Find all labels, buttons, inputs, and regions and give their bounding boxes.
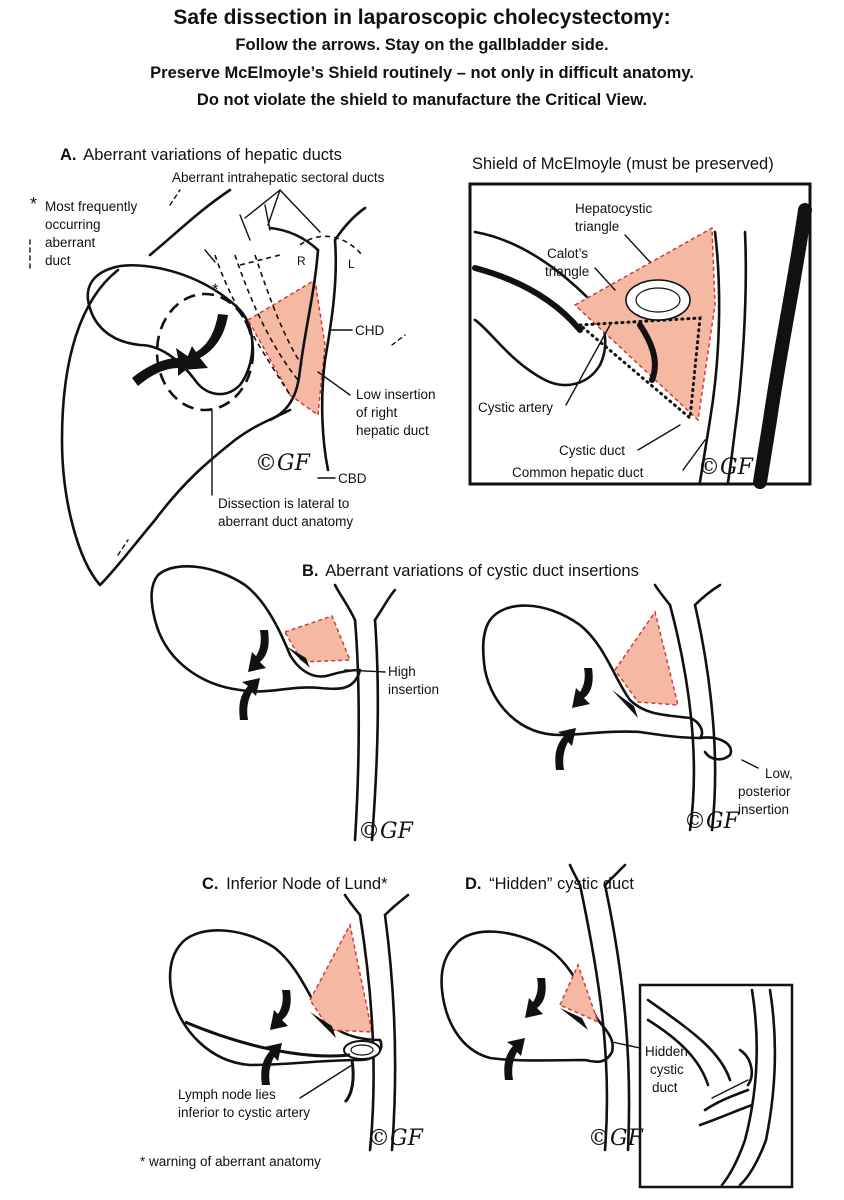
panel-d-inset bbox=[638, 983, 794, 1189]
panel-a-gallbladder bbox=[86, 264, 254, 396]
shield-frame bbox=[468, 182, 812, 486]
shield-common-duct bbox=[698, 230, 721, 484]
shield-vessel bbox=[753, 203, 812, 489]
panel-c-title: C. Inferior Node of Lund* bbox=[202, 875, 388, 893]
dissection-arrow-1 bbox=[182, 314, 228, 370]
label-chd: CHD bbox=[355, 323, 384, 338]
panel-a-common-duct bbox=[320, 238, 338, 472]
panel-c-duct bbox=[358, 913, 397, 1152]
panel-b-right-arrow-2 bbox=[612, 690, 638, 718]
panel-b-left-signature: ©GF bbox=[358, 819, 414, 844]
panel-b-right-arrow-1 bbox=[572, 668, 593, 708]
cystic-node bbox=[625, 279, 691, 321]
label-cbd: CBD bbox=[338, 471, 367, 486]
label-cystic-artery: Cystic artery bbox=[478, 400, 553, 415]
label-dissection: Dissection is lateral to aberrant duct a… bbox=[218, 496, 353, 529]
calot-triangle bbox=[576, 316, 702, 421]
hidden-leader bbox=[611, 1041, 641, 1049]
panel-b-left-arrow-2 bbox=[286, 646, 310, 668]
panel-d-gallbladder bbox=[440, 930, 614, 1064]
hepatocystic-leader bbox=[624, 234, 651, 263]
panel-d: D. “Hidden” cystic duct Hidden cystic du… bbox=[440, 863, 794, 1189]
liver-dash-top bbox=[169, 189, 181, 206]
panel-b-right-posterior bbox=[698, 736, 733, 761]
aberrant-ducts bbox=[214, 254, 303, 396]
panel-d-duct bbox=[578, 883, 631, 1152]
label-high-insertion: High insertion bbox=[388, 664, 439, 697]
footnote: * warning of aberrant anatomy bbox=[140, 1154, 321, 1169]
panel-a-sectoral-label: Aberrant intrahepatic sectoral ducts bbox=[172, 170, 385, 185]
dissection-arrow-2 bbox=[132, 348, 196, 386]
panel-c-triangle bbox=[309, 922, 373, 1033]
liver-edge bbox=[148, 188, 232, 257]
panel-a-note: Most frequently occurring aberrant duct bbox=[45, 199, 141, 268]
lymph-node bbox=[343, 1040, 381, 1060]
panel-b-left-arrow-3 bbox=[239, 678, 260, 720]
panel-a-star-small: * bbox=[212, 281, 219, 299]
label-calot: Calot’s triangle bbox=[545, 246, 592, 279]
shield-signature: ©GF bbox=[698, 455, 754, 480]
panel-d-arrow-2 bbox=[560, 1008, 588, 1030]
panel-c-arrow-3 bbox=[261, 1043, 282, 1085]
instruction-line-1: Follow the arrows. Stay on the gallbladd… bbox=[235, 36, 609, 54]
panel-d-signature: ©GF bbox=[588, 1126, 644, 1151]
panel-a-star: * bbox=[30, 194, 37, 214]
high-leader bbox=[344, 669, 386, 673]
label-cystic-duct: Cystic duct bbox=[559, 443, 625, 458]
inset-cystic-duct bbox=[698, 1088, 754, 1127]
low-insertion-leader bbox=[317, 371, 351, 396]
hepatocystic-triangle bbox=[573, 226, 716, 422]
panel-a-signature: ©GF bbox=[255, 451, 311, 476]
label-hidden-cystic-duct: Hidden cystic duct bbox=[645, 1044, 692, 1095]
instruction-line-3: Do not violate the shield to manufacture… bbox=[196, 91, 648, 109]
panel-b-right-arrow-3 bbox=[555, 728, 576, 770]
calot-leader bbox=[594, 267, 616, 291]
label-r: R bbox=[297, 254, 306, 268]
label-hepatocystic: Hepatocystic triangle bbox=[575, 201, 656, 234]
dissection-circle bbox=[155, 292, 255, 412]
sectoral-leader bbox=[244, 189, 321, 233]
inset-duct bbox=[720, 988, 777, 1187]
panel-c-arrow-2 bbox=[310, 1012, 336, 1038]
shield-title: Shield of McElmoyle (must be preserved) bbox=[472, 155, 774, 173]
panel-b-left-arrow-1 bbox=[248, 630, 269, 672]
panel-c-arrow-1 bbox=[270, 990, 291, 1030]
panel-b-left-duct bbox=[353, 618, 380, 842]
panel-a: A. Aberrant variations of hepatic ducts … bbox=[29, 146, 439, 587]
label-common-hepatic: Common hepatic duct bbox=[512, 465, 644, 480]
label-low-insertion: Low insertion of right hepatic duct bbox=[356, 387, 439, 438]
lymph-leader bbox=[299, 1064, 353, 1099]
low-leader bbox=[741, 759, 759, 769]
shield-duct-black bbox=[472, 265, 583, 333]
common-hepatic-leader bbox=[682, 439, 706, 471]
cystic-duct-leader bbox=[637, 424, 681, 451]
inset-leader bbox=[711, 1079, 749, 1099]
shield-gallbladder bbox=[473, 230, 607, 387]
cystic-artery-leader bbox=[565, 324, 611, 406]
label-l: L bbox=[348, 257, 355, 271]
panel-b-right-signature: ©GF bbox=[684, 809, 740, 834]
panel-b-right-duct bbox=[668, 603, 717, 832]
page-title: Safe dissection in laparoscopic cholecys… bbox=[173, 6, 671, 29]
panel-b-left-triangle bbox=[283, 615, 352, 663]
panel-c-signature: ©GF bbox=[368, 1126, 424, 1151]
label-low-posterior: Low, posterior insertion bbox=[738, 766, 797, 817]
liver-outline bbox=[60, 268, 292, 587]
label-lymph-node: Lymph node lies inferior to cystic arter… bbox=[178, 1087, 310, 1120]
liver-dash-bottom bbox=[117, 539, 129, 556]
panel-b: B. Aberrant variations of cystic duct in… bbox=[150, 562, 797, 844]
panel-b-title: B. Aberrant variations of cystic duct in… bbox=[302, 562, 639, 580]
instruction-line-2: Preserve McElmoyle’s Shield routinely – … bbox=[150, 64, 694, 82]
cystic-artery-path bbox=[637, 322, 658, 383]
panel-d-triangle bbox=[559, 962, 600, 1024]
panel-c: C. Inferior Node of Lund* Lymph node lie… bbox=[140, 875, 424, 1169]
panel-b-right-triangle bbox=[614, 610, 679, 706]
panel-d-arrow-1 bbox=[525, 978, 546, 1018]
panel-a-title: A. Aberrant variations of hepatic ducts bbox=[60, 146, 342, 164]
panel-d-arrow-3 bbox=[504, 1038, 525, 1080]
panel-d-title: D. “Hidden” cystic duct bbox=[465, 875, 634, 893]
shield-panel: Shield of McElmoyle (must be preserved) … bbox=[468, 155, 812, 489]
inset-gallbladder bbox=[646, 998, 732, 1087]
